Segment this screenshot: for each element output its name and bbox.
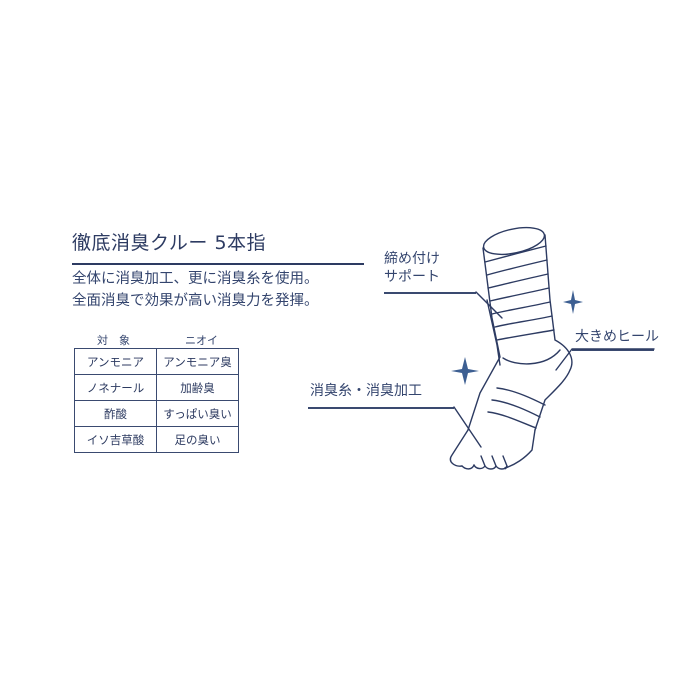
support-callout-line: 締め付け [384,251,440,267]
support-leader-line [384,292,476,294]
table-cell: イソ吉草酸 [74,426,157,453]
table-cell: アンモニア臭 [156,348,239,375]
table-row: アンモニア アンモニア臭 [74,348,239,375]
support-callout-line: サポート [384,269,440,285]
description-line: 全体に消臭加工、更に消臭糸を使用。 [72,271,319,287]
table-cell: アンモニア [74,348,157,375]
table-cell: すっぱい臭い [156,400,239,427]
sparkle-icon [451,357,479,385]
heel-leader-line [572,349,654,351]
table-header-odor: ニオイ [185,334,218,347]
product-description: 全体に消臭加工、更に消臭糸を使用。 全面消臭で効果が高い消臭力を発揮。 [72,268,319,312]
odor-table: アンモニア アンモニア臭 ノネナール 加齢臭 酢酸 すっぱい臭い イソ吉草酸 足… [74,348,239,453]
product-title: 徹底消臭クルー 5本指 [72,232,267,254]
table-cell: 足の臭い [156,426,239,453]
support-callout: 締め付け サポート [384,250,440,286]
table-row: ノネナール 加齢臭 [74,374,239,401]
deodorant-leader-line [308,407,454,409]
heel-callout: 大きめヒール [575,329,659,345]
sparkle-icon [563,290,583,314]
table-row: イソ吉草酸 足の臭い [74,426,239,453]
table-cell: 加齢臭 [156,374,239,401]
table-header-target: 対 象 [97,334,130,347]
deodorant-callout: 消臭糸・消臭加工 [310,383,422,399]
description-line: 全面消臭で効果が高い消臭力を発揮。 [72,293,319,309]
title-divider [72,263,364,265]
